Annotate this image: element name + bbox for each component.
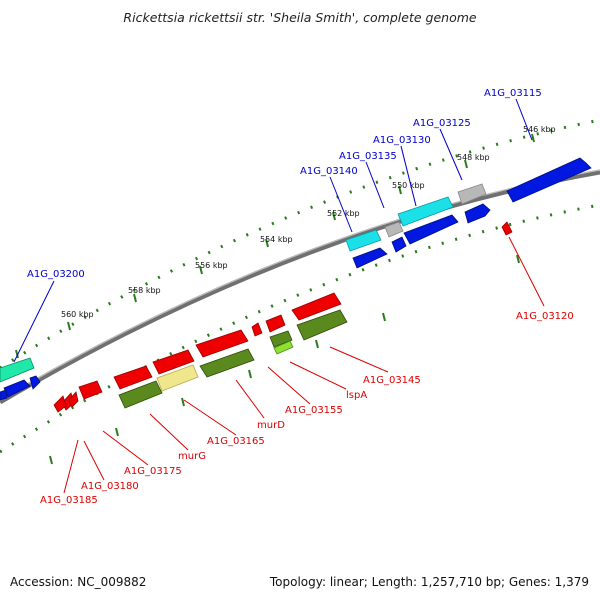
gene-arrow-a1g-03175 bbox=[78, 380, 103, 400]
leader-a1g-03145 bbox=[329, 346, 389, 373]
tick-label-556: 556 kbp bbox=[195, 261, 228, 270]
leader-a1g-03185 bbox=[63, 439, 79, 494]
label-a1g-03200[interactable]: A1G_03200 bbox=[27, 269, 85, 280]
gene-arrow-red-a bbox=[291, 292, 342, 321]
gene-arrow-red-e bbox=[152, 349, 195, 375]
gene-arrow-a1g-03185 bbox=[53, 395, 67, 413]
tick-mark bbox=[332, 211, 336, 221]
gene-arrow-red-g bbox=[68, 391, 79, 408]
label-a1g-03185[interactable]: A1G_03185 bbox=[40, 495, 98, 506]
gene-arrow-a1g-03200 bbox=[0, 357, 35, 383]
tick-label-560: 560 kbp bbox=[61, 310, 94, 319]
gene-arrow-a1g-03165 bbox=[156, 364, 199, 392]
leader-a1g-03155 bbox=[267, 366, 311, 405]
tick-mark bbox=[464, 159, 468, 169]
label-a1g-03125[interactable]: A1G_03125 bbox=[413, 118, 471, 129]
gene-arrow-murg bbox=[118, 380, 163, 409]
tick-label-546: 546 kbp bbox=[523, 125, 556, 134]
label-murd[interactable]: murD bbox=[257, 420, 285, 431]
label-a1g-03155[interactable]: A1G_03155 bbox=[285, 405, 343, 416]
forward-genes bbox=[0, 157, 592, 401]
gene-arrow-blue-a bbox=[464, 203, 491, 224]
label-lspa[interactable]: lspA bbox=[346, 390, 367, 401]
genome-backbone bbox=[0, 169, 600, 405]
tick-mark bbox=[115, 427, 119, 437]
forward-labels: A1G_03115 A1G_03125 A1G_03130 A1G_03135 … bbox=[27, 88, 542, 280]
gene-arrow-a1g-03130 bbox=[397, 196, 454, 227]
tick-mark bbox=[382, 312, 386, 322]
gene-arrow-blue-g bbox=[0, 389, 8, 401]
label-a1g-03180[interactable]: A1G_03180 bbox=[81, 481, 139, 492]
label-a1g-03120[interactable]: A1G_03120 bbox=[516, 311, 574, 322]
gene-arrow-red-c bbox=[251, 322, 263, 337]
leader-murg bbox=[149, 413, 189, 451]
tick-mark bbox=[516, 254, 520, 264]
gene-arrow-a1g-03125 bbox=[457, 183, 487, 205]
label-a1g-03135[interactable]: A1G_03135 bbox=[339, 151, 397, 162]
label-murg[interactable]: murG bbox=[178, 451, 206, 462]
outer-tick-track bbox=[0, 118, 600, 370]
tick-mark bbox=[398, 185, 402, 195]
accession-text: Accession: NC_009882 bbox=[10, 575, 146, 589]
tick-label-550: 550 kbp bbox=[392, 181, 425, 190]
gene-arrow-lspa bbox=[269, 330, 293, 348]
gene-arrow-blue-d bbox=[352, 247, 388, 269]
tick-mark bbox=[265, 238, 269, 248]
tick-mark bbox=[49, 455, 53, 465]
leader-a1g-03175 bbox=[102, 430, 149, 466]
tick-tracks bbox=[0, 118, 600, 454]
map-title: Rickettsia rickettsii str. 'Sheila Smith… bbox=[123, 10, 476, 25]
tick-mark bbox=[67, 321, 71, 331]
label-a1g-03115[interactable]: A1G_03115 bbox=[484, 88, 542, 99]
tick-label-548: 548 kbp bbox=[457, 153, 490, 162]
gene-arrow-red-d bbox=[195, 329, 249, 358]
gene-arrow-a1g-03115[interactable] bbox=[506, 157, 592, 203]
gene-arrow-blue-f bbox=[29, 375, 41, 390]
gene-arrow-red-b bbox=[265, 314, 286, 333]
gene-arrow-a1g-03120 bbox=[501, 221, 513, 236]
gene-arrow-red-f bbox=[113, 365, 153, 390]
leader-a1g-03125 bbox=[439, 128, 463, 181]
tick-mark bbox=[531, 133, 535, 143]
gene-arrow-blue-c bbox=[391, 236, 407, 253]
tick-label-554: 554 kbp bbox=[260, 235, 293, 244]
label-leaders bbox=[13, 98, 545, 494]
leader-a1g-03115 bbox=[515, 98, 533, 141]
label-a1g-03145[interactable]: A1G_03145 bbox=[363, 375, 421, 386]
gene-arrow-a1g-03145 bbox=[296, 309, 348, 341]
gene-arrow-a1g-03140 bbox=[345, 229, 382, 252]
gene-arrow-grey-b bbox=[384, 221, 404, 238]
tick-mark bbox=[181, 397, 185, 407]
tick-mark bbox=[315, 339, 319, 349]
kbp-ticks: 546 kbp 548 kbp 550 kbp 552 kbp 554 kbp … bbox=[15, 125, 556, 465]
label-a1g-03140[interactable]: A1G_03140 bbox=[300, 166, 358, 177]
genome-backbone-highlight bbox=[0, 169, 600, 401]
label-a1g-03175[interactable]: A1G_03175 bbox=[124, 466, 182, 477]
gene-arrow-blue-b bbox=[403, 214, 459, 245]
leader-a1g-03200 bbox=[13, 280, 55, 363]
gene-arrow-a1g-03155 bbox=[273, 340, 294, 355]
leader-a1g-03135 bbox=[365, 161, 385, 209]
tick-mark bbox=[15, 349, 19, 359]
leader-a1g-03165 bbox=[183, 399, 237, 436]
leader-a1g-03130 bbox=[400, 145, 417, 207]
reverse-labels: A1G_03120 A1G_03145 lspA A1G_03155 murD … bbox=[40, 311, 574, 506]
genome-summary-text: Topology: linear; Length: 1,257,710 bp; … bbox=[269, 575, 589, 589]
leader-a1g-03120 bbox=[508, 236, 545, 307]
label-a1g-03130[interactable]: A1G_03130 bbox=[373, 135, 431, 146]
tick-mark bbox=[133, 293, 137, 303]
leader-lspa bbox=[289, 361, 347, 390]
reverse-genes bbox=[53, 221, 513, 413]
tick-label-552: 552 kbp bbox=[327, 209, 360, 218]
label-a1g-03165[interactable]: A1G_03165 bbox=[207, 436, 265, 447]
leader-murd bbox=[235, 379, 265, 419]
leader-a1g-03180 bbox=[83, 440, 105, 481]
tick-mark bbox=[199, 265, 203, 275]
inner-tick-track bbox=[0, 203, 600, 454]
gene-arrow-murd bbox=[199, 348, 255, 378]
leader-a1g-03140 bbox=[329, 176, 353, 233]
tick-label-558: 558 kbp bbox=[128, 286, 161, 295]
tick-mark bbox=[248, 369, 252, 379]
